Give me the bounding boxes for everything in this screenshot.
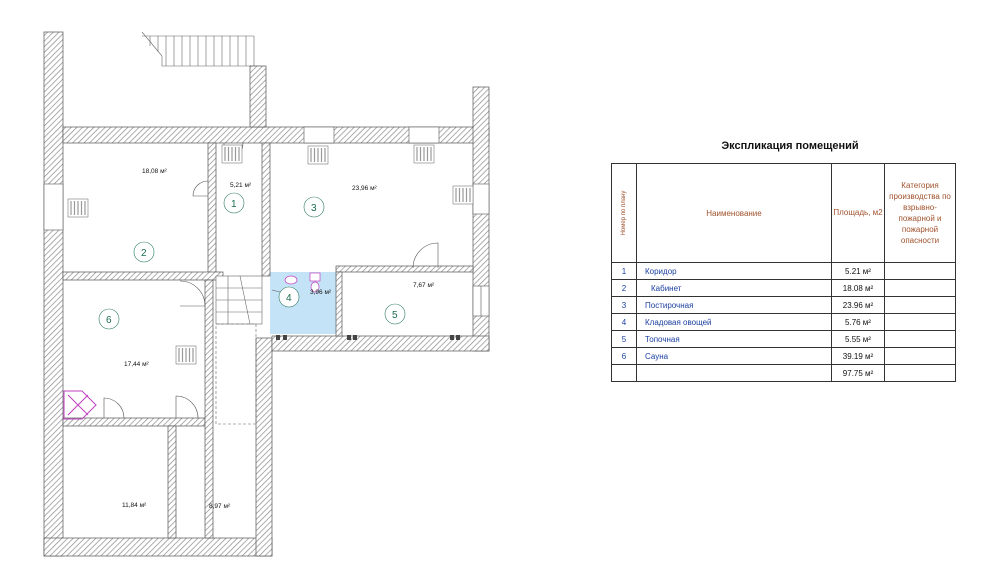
row-number: 5 xyxy=(611,330,637,348)
header-category: Категория производства по взрывно-пожарн… xyxy=(884,163,956,263)
exterior-stairs xyxy=(141,31,260,67)
table-row: 1 Коридор 5.21 м² xyxy=(611,262,956,280)
room-number-2: 2 xyxy=(141,248,147,259)
header-area: Площадь, м2 xyxy=(831,163,885,263)
total-name xyxy=(636,364,832,382)
area-label-18: 18,08 м² xyxy=(142,168,168,175)
row-category xyxy=(884,313,956,331)
bathroom-fixtures xyxy=(284,272,321,293)
area-label-11: 11,84 м² xyxy=(122,502,147,509)
room-number-1: 1 xyxy=(231,199,237,210)
table-row: 5 Топочная 5.55 м² xyxy=(611,330,956,348)
row-number: 6 xyxy=(611,347,637,365)
row-area: 18.08 м² xyxy=(831,279,885,297)
row-category xyxy=(884,262,956,280)
area-label-17: 17,44 м² xyxy=(124,361,150,368)
row-area: 5.76 м² xyxy=(831,313,885,331)
row-category xyxy=(884,330,956,348)
row-category xyxy=(884,347,956,365)
room-number-4: 4 xyxy=(286,293,292,304)
row-number: 2 xyxy=(611,279,637,297)
row-area: 5.21 м² xyxy=(831,262,885,280)
windows xyxy=(43,126,490,317)
explication-table: Номер по плану Наименование Площадь, м2 … xyxy=(611,163,956,382)
row-category xyxy=(884,279,956,297)
row-name: Коридор xyxy=(636,262,832,280)
row-area: 23.96 м² xyxy=(831,296,885,314)
header-num: Номер по плану xyxy=(611,163,637,263)
floor-plan: 18,08 м² 5,21 м² 23,96 м² 3,96 м² 7,67 м… xyxy=(43,31,490,557)
bathroom-fill xyxy=(270,272,336,334)
table-row: 2 Кабинет 18.08 м² xyxy=(611,279,956,297)
sauna-mark xyxy=(63,390,97,420)
room-number-5: 5 xyxy=(392,310,398,321)
row-number: 4 xyxy=(611,313,637,331)
table-row: 4 Кладовая овощей 5.76 м² xyxy=(611,313,956,331)
room-numbers xyxy=(98,192,406,330)
row-name: Кладовая овощей xyxy=(636,313,832,331)
row-area: 39.19 м² xyxy=(831,347,885,365)
row-area: 5.55 м² xyxy=(831,330,885,348)
table-header-row: Номер по плану Наименование Площадь, м2 … xyxy=(611,163,956,263)
row-name: Кабинет xyxy=(636,279,832,297)
row-category xyxy=(884,296,956,314)
row-name: Сауна xyxy=(636,347,832,365)
total-number xyxy=(611,364,637,382)
total-category xyxy=(884,364,956,382)
explication-title: Экспликация помещений xyxy=(721,140,859,152)
pipes xyxy=(276,335,460,340)
walls xyxy=(43,31,490,557)
room-number-3: 3 xyxy=(311,203,317,214)
area-label-3: 3,96 м² xyxy=(310,289,332,296)
row-number: 1 xyxy=(611,262,637,280)
room-number-6: 6 xyxy=(106,315,112,326)
header-name: Наименование xyxy=(636,163,832,263)
table-row: 6 Сауна 39.19 м² xyxy=(611,347,956,365)
interior-stairs xyxy=(215,275,263,425)
table-total-row: 97.75 м² xyxy=(611,364,956,382)
area-label-8: 8,97 м² xyxy=(209,503,231,510)
area-label-7: 7,67 м² xyxy=(413,282,435,289)
table-row: 3 Постирочная 23.96 м² xyxy=(611,296,956,314)
total-area: 97.75 м² xyxy=(831,364,885,382)
area-label-5: 5,21 м² xyxy=(230,182,252,189)
row-name: Постирочная xyxy=(636,296,832,314)
area-label-23: 23,96 м² xyxy=(352,185,378,192)
row-number: 3 xyxy=(611,296,637,314)
row-name: Топочная xyxy=(636,330,832,348)
